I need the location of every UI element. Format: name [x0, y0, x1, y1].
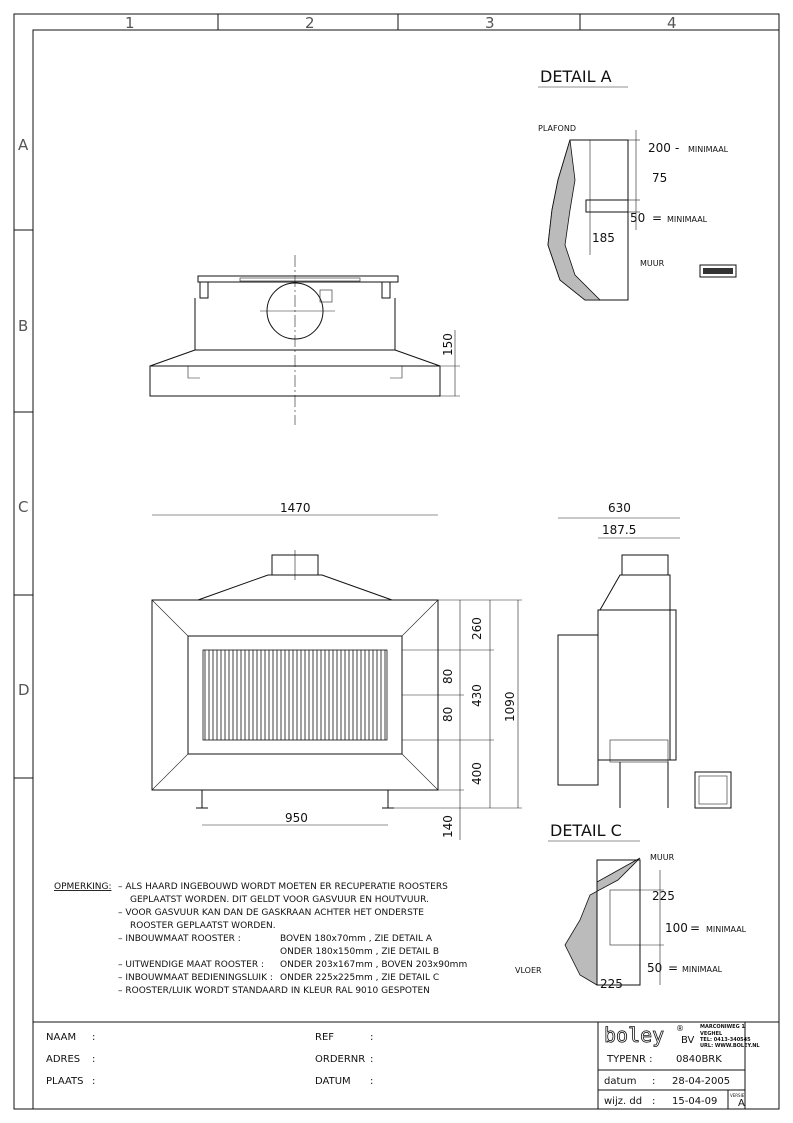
dim-140: 140 [441, 815, 455, 838]
title-block: NAAM : ADRES : PLAATS : REF : ORDERNR : … [33, 1021, 779, 1109]
address-line: MARCONIWEG 1 [700, 1024, 745, 1030]
equals: = [668, 961, 678, 975]
hatch-door-icon [694, 771, 732, 809]
dim-400: 400 [470, 762, 484, 785]
note-line: ROOSTER GEPLAATST WORDEN. [130, 921, 276, 931]
note-line: – UITWENDIGE MAAT ROOSTER : [118, 960, 264, 970]
detail-a: DETAIL A PLAFOND 200 - MINIMAAL 75 50 = … [538, 67, 737, 301]
address-line: VEGHEL [700, 1031, 723, 1037]
note-value: BOVEN 180x70mm , ZIE DETAIL A [280, 934, 433, 944]
dash: - [675, 141, 679, 155]
dim-1470: 1470 [280, 501, 311, 515]
dim-185: 185 [592, 231, 615, 245]
dim-950: 950 [285, 811, 308, 825]
ruler-row-c: C [18, 498, 28, 516]
ruler-column-4: 4 [667, 14, 677, 32]
detail-c-title: DETAIL C [550, 821, 622, 840]
notes: OPMERKING: – ALS HAARD INGEBOUWD WORDT M… [54, 882, 467, 996]
note-value: ONDER 225x225mm , ZIE DETAIL C [280, 973, 439, 983]
ruler-row-b: B [18, 317, 28, 335]
dim-1090: 1090 [503, 691, 517, 722]
vloer-label: VLOER [515, 966, 542, 975]
colon: : [652, 1076, 655, 1087]
colon: : [370, 1076, 373, 1087]
equals: = [652, 211, 662, 225]
dim-187-5: 187.5 [602, 523, 636, 537]
note-line: – INBOUWMAAT ROOSTER : [118, 934, 241, 944]
dim-50: 50 [630, 211, 645, 225]
dim-50: 50 [647, 961, 662, 975]
ruler-column-1: 1 [125, 14, 135, 32]
note-line: – INBOUWMAAT BEDIENINGSLUIK : [118, 973, 273, 983]
ref-label: REF [315, 1032, 334, 1043]
colon: : [370, 1032, 373, 1043]
dim-225-bottom: 225 [600, 977, 623, 991]
wijz-label: wijz. dd [604, 1096, 642, 1107]
dim-80-upper: 80 [441, 669, 455, 684]
top-view: 150 [149, 255, 460, 425]
datum-label: datum [604, 1076, 636, 1087]
front-view: 1470 950 260 80 430 80 1090 400 140 [151, 501, 522, 840]
note-value: ONDER 203x167mm , BOVEN 203x90mm [280, 960, 467, 970]
dim-260: 260 [470, 617, 484, 640]
colon: : [652, 1096, 655, 1107]
minimaal-label: MINIMAAL [667, 215, 708, 224]
logo-text: boley [604, 1023, 664, 1047]
dim-75: 75 [652, 171, 667, 185]
detail-a-title: DETAIL A [540, 67, 612, 86]
minimaal-label: MINIMAAL [706, 925, 747, 934]
plafond-label: PLAFOND [538, 124, 576, 133]
boley-logo: boley ® BV [604, 1023, 695, 1048]
grille-icon [699, 264, 737, 278]
note-line: GEPLAATST WORDEN. DIT GELDT VOOR GASVUUR… [130, 895, 429, 905]
colon: : [92, 1076, 95, 1087]
adres-label: ADRES [46, 1054, 80, 1065]
ruler-column-2: 2 [305, 14, 315, 32]
datum-label: DATUM [315, 1076, 351, 1087]
dim-100: 100 [665, 921, 688, 935]
dim-630: 630 [608, 501, 631, 515]
typenr-label: TYPENR : [606, 1054, 653, 1065]
note-line: – VOOR GASVUUR KAN DAN DE GASKRAAN ACHTE… [118, 908, 424, 918]
dim-200: 200 [648, 141, 671, 155]
ordernr-label: ORDERNR [315, 1054, 365, 1065]
note-line: – ROOSTER/LUIK WORDT STANDAARD IN KLEUR … [118, 986, 430, 996]
plaats-label: PLAATS [46, 1076, 83, 1087]
minimaal-label: MINIMAAL [682, 965, 723, 974]
naam-label: NAAM [46, 1032, 76, 1043]
notes-label: OPMERKING: [54, 882, 112, 892]
side-view: 630 187.5 [557, 501, 732, 809]
logo-bv: BV [681, 1035, 695, 1046]
registered-mark: ® [676, 1024, 684, 1033]
muur-label: MUUR [640, 259, 665, 268]
versie-value: A [738, 1098, 745, 1109]
muur-label: MUUR [650, 853, 675, 862]
minimaal-label: MINIMAAL [688, 145, 729, 154]
colon: : [370, 1054, 373, 1065]
note-line: – ALS HAARD INGEBOUWD WORDT MOETEN ER RE… [118, 882, 448, 892]
drawing-frame: 1 2 3 4 A B C D [13, 13, 780, 1110]
ruler-row-d: D [18, 681, 30, 699]
datum-value: 28-04-2005 [672, 1076, 730, 1087]
ruler-row-a: A [18, 136, 29, 154]
equals: = [690, 921, 700, 935]
colon: : [92, 1032, 95, 1043]
detail-c: DETAIL C MUUR 225 100 = MINIMAAL 50 = MI… [515, 821, 747, 991]
address-line: URL: WWW.BOLEY.NL [700, 1043, 760, 1049]
dim-430: 430 [470, 684, 484, 707]
ruler-column-3: 3 [485, 14, 495, 32]
dim-150: 150 [441, 333, 455, 356]
dim-225-top: 225 [652, 889, 675, 903]
wijz-value: 15-04-09 [672, 1096, 717, 1107]
address-line: TEL: 0413-340545 [700, 1037, 751, 1043]
colon: : [92, 1054, 95, 1065]
note-value: ONDER 180x150mm , ZIE DETAIL B [280, 947, 439, 957]
versie-label: VERSIE [730, 1093, 745, 1098]
typenr-value: 0840BRK [676, 1054, 722, 1065]
dim-80-lower: 80 [441, 707, 455, 722]
